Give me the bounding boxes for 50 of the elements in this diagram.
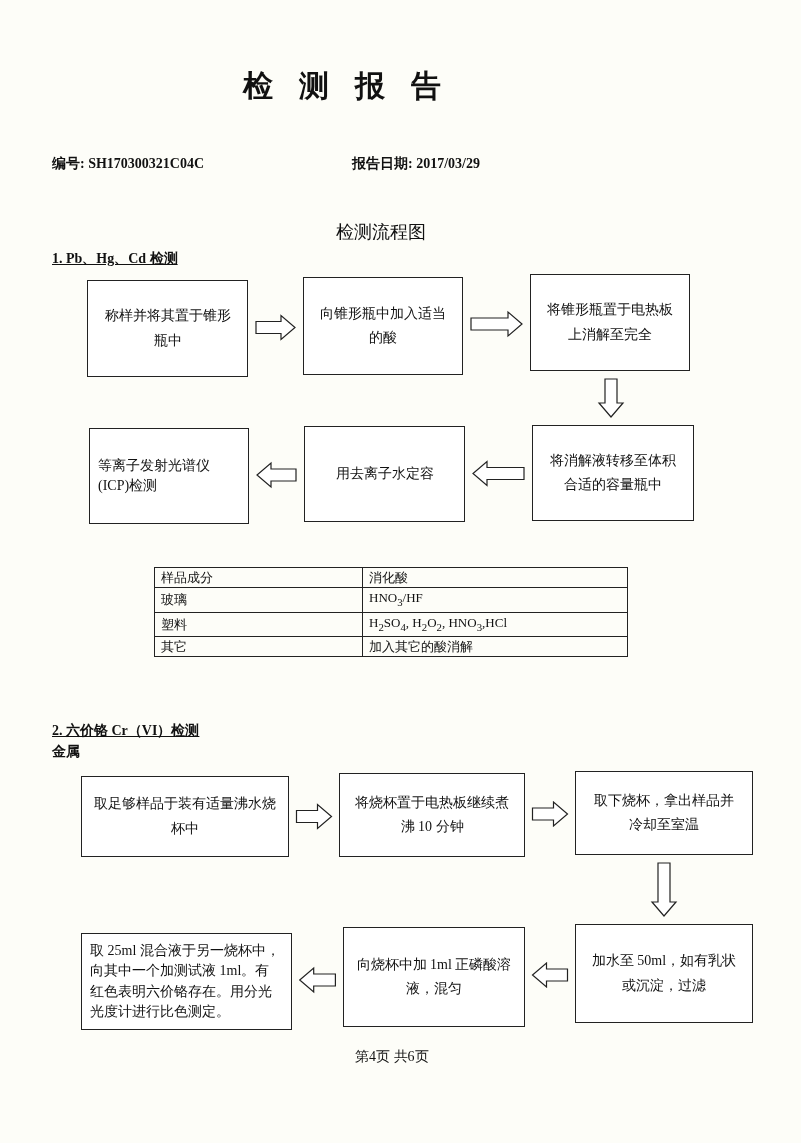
- table-cell: 塑料: [154, 612, 363, 637]
- table-cell: 其它: [154, 636, 363, 657]
- step-text: 将锥形瓶置于电热板上消解至完全: [546, 301, 674, 344]
- block-arrow: [531, 800, 569, 828]
- table-header-cell: 样品成分: [154, 567, 363, 588]
- table-cell: HNO$_{3}$/HF: [362, 587, 628, 613]
- block-arrow: [255, 314, 296, 341]
- step-text: 取下烧杯，拿出样品并冷却至室温: [593, 791, 735, 834]
- process-box: [87, 280, 248, 377]
- process-box: [575, 771, 753, 855]
- block-arrow: [470, 310, 523, 338]
- process-box: [304, 426, 465, 522]
- report-number: 编号: SH170300321C04C: [52, 155, 205, 173]
- section-heading: 检测流程图: [336, 221, 426, 244]
- process-box: [81, 933, 292, 1030]
- table-header-cell: 消化酸: [362, 567, 628, 588]
- block-arrow: [295, 803, 333, 830]
- block-arrow: [472, 460, 525, 487]
- step-text: 等离子发射光谱仪 (ICP)检测: [97, 456, 211, 495]
- step-text: 将烧杯置于电热板继续煮沸 10 分钟: [354, 793, 510, 836]
- table-cell: 玻璃: [154, 587, 363, 613]
- step-text: 向锥形瓶中加入适当的酸: [319, 304, 447, 347]
- step-text: 取足够样品于装有适量沸水烧杯中: [93, 795, 277, 838]
- step-text: 向烧杯中加 1ml 正磷酸溶液，混匀: [355, 955, 513, 998]
- step-text: 称样并将其置于锥形瓶中: [103, 307, 232, 350]
- report-date: 报告日期: 2017/03/29: [352, 155, 480, 173]
- table-cell: H$_{2}$SO$_{4}$, H$_{2}$O$_{2}$, HNO$_{3}$,HCl: [362, 612, 628, 637]
- block-arrow: [597, 378, 625, 418]
- process-box: [81, 776, 289, 857]
- block-arrow: [531, 961, 569, 989]
- subsection-heading: 2. 六价铬 Cr（VI）检测: [52, 723, 200, 738]
- subsection-heading: 1. Pb、Hg、Cd 检测: [52, 251, 178, 266]
- block-arrow: [256, 461, 297, 489]
- process-box: [532, 425, 694, 521]
- process-box: [575, 924, 753, 1023]
- table-cell: 加入其它的酸消解: [362, 636, 628, 657]
- process-box: [89, 428, 249, 524]
- step-text: 用去离子水定容: [334, 464, 435, 483]
- process-box: [303, 277, 463, 375]
- report-title: 检测报告: [243, 68, 467, 104]
- block-arrow: [298, 966, 336, 994]
- page-number: 第4页 共6页: [355, 1048, 429, 1066]
- block-arrow: [650, 862, 678, 917]
- step-text: 加水至 50ml，如有乳状或沉淀，过滤: [590, 952, 738, 995]
- step-text: 将消解液转移至体积合适的容量瓶中: [549, 451, 677, 494]
- sample-type-label: 金属: [52, 743, 80, 761]
- process-box: [343, 927, 525, 1027]
- process-box: [530, 274, 690, 371]
- step-text: 取 25ml 混合液于另一烧杯中，向其中一个加测试液 1ml。有红色表明六价铬存在。用分光光度计进行比色测定。: [89, 941, 281, 1021]
- process-box: [339, 773, 525, 857]
